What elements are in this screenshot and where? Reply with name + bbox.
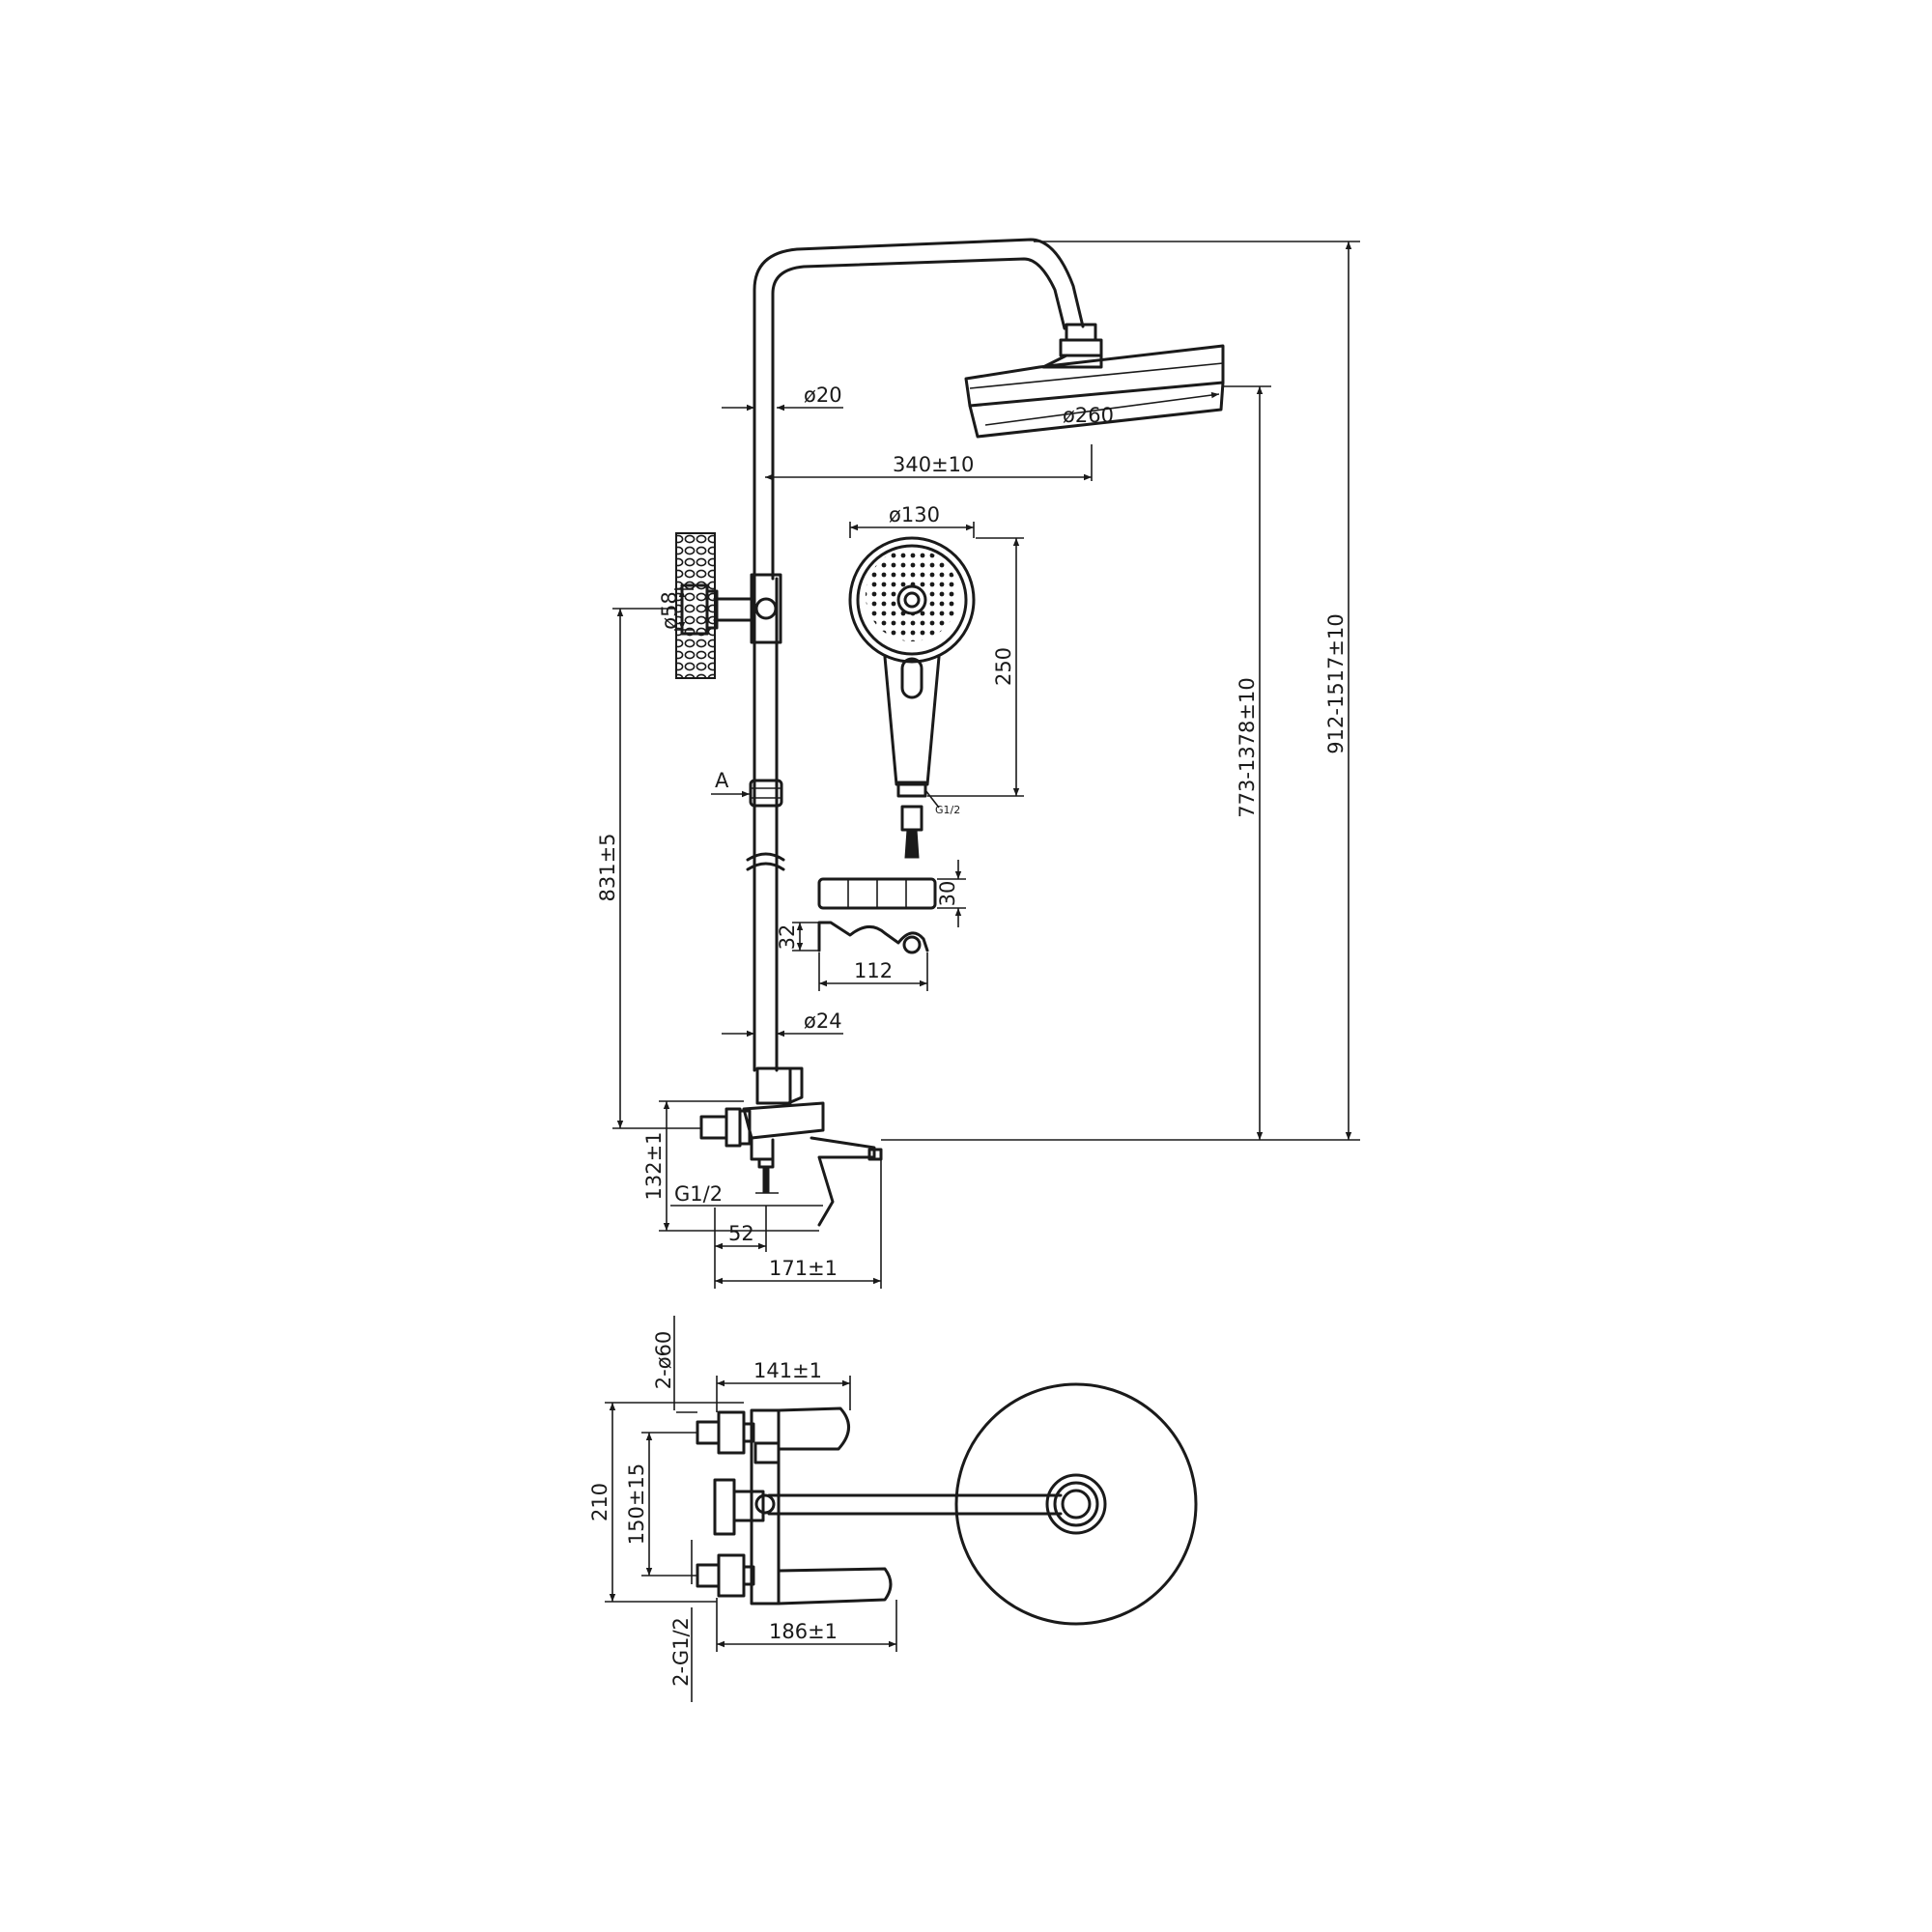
dim-pipe-diameter-bottom: ø24 bbox=[804, 1009, 842, 1033]
rain-shower-head bbox=[964, 344, 1225, 439]
thread-hand-label: G1/2 bbox=[935, 804, 960, 816]
dim-holder-height: 30 bbox=[936, 881, 959, 907]
dim-top-width: 141±1 bbox=[753, 1359, 822, 1382]
dim-pipe-diameter-top: ø20 bbox=[804, 384, 842, 407]
dim-top-inlets: 2-G1/2 bbox=[669, 1617, 693, 1687]
front-dimensions: ø20 ø260 340±10 ø130 250 773-1378±10 912… bbox=[596, 241, 1360, 1289]
top-view-dimensions: 2-ø60 141±1 210 150±15 186±1 2-G1/2 bbox=[588, 1316, 897, 1702]
dim-holder-width: 112 bbox=[854, 959, 893, 982]
mixer-body bbox=[699, 1066, 883, 1227]
dim-height-total: 912-1517±10 bbox=[1324, 613, 1348, 753]
dim-bracket-height: 831±5 bbox=[596, 833, 619, 901]
dim-top-depth: 210 bbox=[588, 1483, 611, 1521]
dim-arm-reach: 340±10 bbox=[893, 453, 974, 476]
dim-hand-diameter: ø130 bbox=[889, 503, 940, 526]
dim-flange-diameter: ø58 bbox=[658, 591, 681, 630]
overhead-arm bbox=[753, 238, 1085, 581]
dim-inlet-offset: 52 bbox=[728, 1222, 754, 1245]
hand-shower: G1/2 bbox=[848, 536, 976, 859]
front-elevation: G1/2 bbox=[675, 238, 1225, 1227]
dim-top-escutcheon: 2-ø60 bbox=[652, 1331, 675, 1390]
dim-hand-length: 250 bbox=[992, 647, 1015, 686]
wall-flange bbox=[675, 532, 716, 679]
rail-clip bbox=[749, 779, 783, 808]
dim-holder-depth: 32 bbox=[776, 924, 799, 951]
dim-mixer-height: 132±1 bbox=[642, 1131, 666, 1200]
top-view-head-disc bbox=[954, 1382, 1198, 1626]
dim-height-head: 773-1378±10 bbox=[1236, 677, 1259, 817]
hand-shower-holder bbox=[817, 877, 937, 954]
dim-spout-reach: 171±1 bbox=[769, 1257, 838, 1280]
top-view bbox=[696, 1382, 1198, 1626]
dim-top-spout: 186±1 bbox=[769, 1620, 838, 1643]
dim-head-diameter: ø260 bbox=[1063, 404, 1114, 427]
rail-marker-label: A bbox=[715, 769, 729, 792]
thread-inlet-label: G1/2 bbox=[674, 1182, 723, 1206]
dim-top-centers: 150±15 bbox=[625, 1463, 648, 1545]
riser-rail bbox=[746, 577, 785, 1072]
